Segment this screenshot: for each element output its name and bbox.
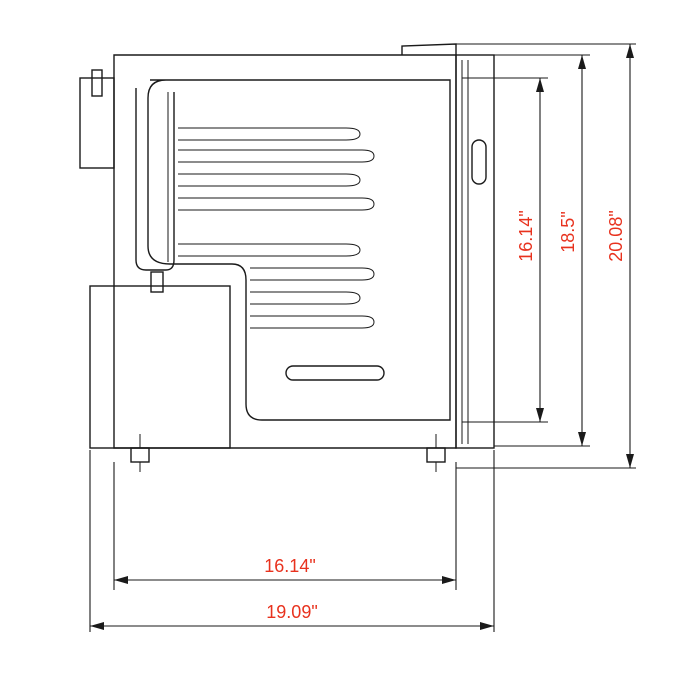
cabinet-outline <box>113 54 457 449</box>
crisper-slot <box>285 365 385 381</box>
shelf-rib <box>250 267 375 281</box>
dimension-right-inner <box>536 78 544 422</box>
dimension-label-right-inner: 16.14" <box>516 210 536 261</box>
door-handle-icon <box>471 139 487 185</box>
dimension-right-outer <box>626 44 634 468</box>
dimension-bottom-outer <box>90 622 494 630</box>
control-box <box>79 77 115 169</box>
compressor-housing <box>89 285 231 449</box>
dimension-label-bottom-inner: 16.14" <box>264 556 315 576</box>
shelf-rib <box>178 197 375 211</box>
shelf-rib <box>178 149 375 163</box>
drain-fitting <box>150 271 164 293</box>
dimension-label-right-outer: 20.08" <box>606 210 626 261</box>
rear-foot <box>426 434 446 472</box>
top-hinge <box>401 43 457 55</box>
shelf-rib <box>178 127 361 141</box>
dimension-right-middle <box>578 55 586 446</box>
shelf-rib <box>178 243 361 257</box>
shelf-rib <box>250 315 375 329</box>
dimension-label-right-middle: 18.5" <box>558 211 578 252</box>
shelf-rib <box>178 173 361 187</box>
door <box>455 54 495 449</box>
dimension-bottom-inner <box>114 576 456 584</box>
upper-shelves <box>178 127 375 211</box>
shelf-rib <box>250 291 361 305</box>
control-knob <box>91 69 103 97</box>
front-foot <box>130 434 150 472</box>
evaporator-column <box>135 88 175 271</box>
extension-lines <box>89 43 636 632</box>
dimension-label-bottom-outer: 19.09" <box>266 602 317 622</box>
door-panel <box>455 54 495 449</box>
lower-shelves <box>178 243 375 329</box>
inner-liner <box>147 79 451 421</box>
